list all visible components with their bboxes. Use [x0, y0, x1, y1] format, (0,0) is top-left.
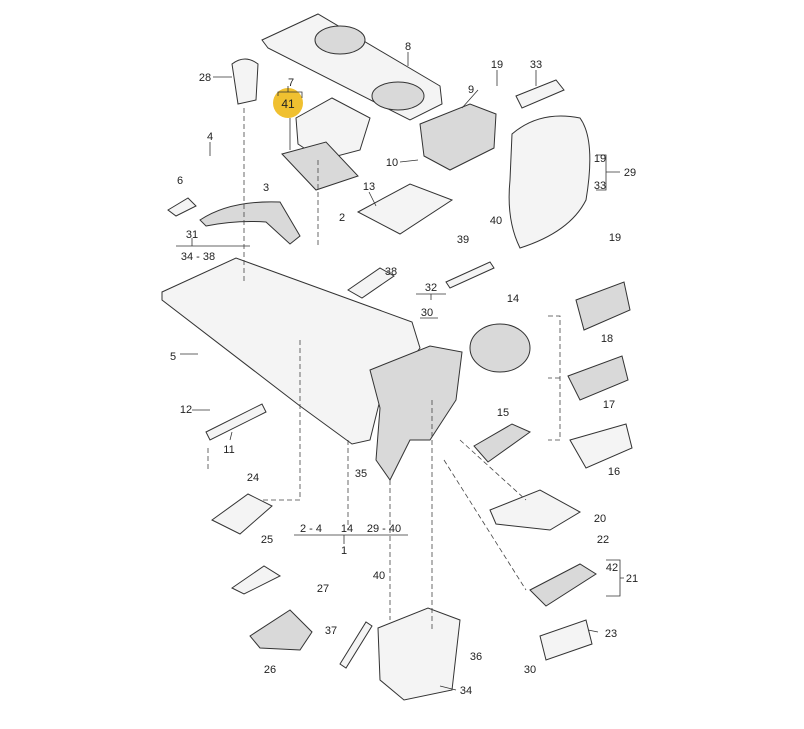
part-28-knob	[231, 58, 259, 105]
callout-2-4[interactable]: 2 - 4	[300, 523, 322, 535]
part-38-switch	[347, 267, 395, 299]
part-21-switch	[529, 563, 597, 607]
callout-4[interactable]: 4	[207, 131, 213, 143]
callout-30[interactable]: 30	[421, 307, 433, 319]
callout-25[interactable]: 25	[261, 534, 273, 546]
callout-18[interactable]: 18	[601, 333, 613, 345]
callout-14-group[interactable]: 14	[341, 523, 353, 535]
callout-13[interactable]: 13	[363, 181, 375, 193]
part-6-clip	[167, 197, 197, 217]
callout-3[interactable]: 3	[263, 182, 269, 194]
callout-36[interactable]: 36	[470, 651, 482, 663]
callout-5[interactable]: 5	[170, 351, 176, 363]
callout-37[interactable]: 37	[325, 625, 337, 637]
part-20-ashtray	[489, 489, 582, 531]
highlight-marker-41[interactable]	[273, 88, 303, 118]
part-24-bracket	[211, 493, 273, 535]
part-3-trim	[199, 201, 301, 245]
callout-35[interactable]: 35	[355, 468, 367, 480]
callout-14[interactable]: 14	[507, 293, 519, 305]
callout-6[interactable]: 6	[177, 175, 183, 187]
callout-34[interactable]: 34	[460, 685, 472, 697]
callout-20[interactable]: 20	[594, 513, 606, 525]
callout-30-lower[interactable]: 30	[524, 664, 536, 676]
part-15-cover	[473, 423, 532, 463]
callout-8[interactable]: 8	[405, 41, 411, 53]
callout-10[interactable]: 10	[386, 157, 398, 169]
callout-19[interactable]: 19	[491, 59, 503, 71]
part-shapes	[161, 13, 633, 701]
part-17-outlet	[567, 355, 629, 401]
callout-42[interactable]: 42	[606, 562, 618, 574]
callout-11[interactable]: 11	[223, 444, 234, 456]
callout-23[interactable]: 23	[605, 628, 617, 640]
part-37-lever	[339, 621, 373, 669]
callout-39[interactable]: 39	[457, 234, 469, 246]
part-8-cupholder	[314, 25, 366, 55]
callout-33[interactable]: 33	[530, 59, 542, 71]
callout-29-40[interactable]: 29 - 40	[367, 523, 401, 535]
callout-41[interactable]: 41	[281, 97, 295, 111]
callout-16[interactable]: 16	[608, 466, 620, 478]
part-7-shift-cover	[295, 97, 371, 161]
callout-2[interactable]: 2	[339, 212, 345, 224]
callout-38[interactable]: 38	[385, 266, 397, 278]
callout-27[interactable]: 27	[317, 583, 329, 595]
part-26-bracket	[249, 609, 313, 651]
callout-19-armrest[interactable]: 19	[594, 153, 606, 165]
part-8-opening	[371, 81, 425, 111]
callout-17[interactable]: 17	[603, 399, 615, 411]
callout-28[interactable]: 28	[199, 72, 211, 84]
callout-labels: 28 7 41 8 19 33 9 4 10 19 33 29 6 3 13 4…	[170, 41, 638, 697]
part-33-bracket	[515, 79, 565, 109]
callout-12[interactable]: 12	[180, 404, 192, 416]
leader-lines	[176, 52, 624, 691]
callout-33-armrest[interactable]: 33	[594, 180, 606, 192]
part-41-mat	[281, 141, 359, 191]
part-1-console	[161, 257, 421, 445]
callout-29[interactable]: 29	[624, 167, 636, 179]
callout-19-vent[interactable]: 19	[609, 232, 621, 244]
callout-21[interactable]: 21	[626, 573, 638, 585]
part-9-ashtray	[419, 103, 497, 171]
callout-22[interactable]: 22	[597, 534, 609, 546]
part-18-outlet	[575, 281, 631, 331]
callout-31[interactable]: 31	[186, 229, 198, 241]
callout-32[interactable]: 32	[425, 282, 437, 294]
part-29-armrest	[508, 115, 591, 249]
part-23-cover	[539, 619, 593, 661]
callout-40-lower[interactable]: 40	[373, 570, 385, 582]
part-14-vent	[469, 323, 531, 373]
callout-40[interactable]: 40	[490, 215, 502, 227]
part-30-surround	[369, 345, 463, 481]
part-25-bracket	[231, 565, 282, 595]
part-16-tray	[569, 423, 633, 469]
callout-1[interactable]: 1	[341, 545, 347, 557]
callout-34-38[interactable]: 34 - 38	[181, 251, 215, 263]
callout-7[interactable]: 7	[288, 77, 294, 89]
part-34-bracket	[377, 607, 461, 701]
part-13-tray	[356, 183, 454, 235]
part-11-bracket	[205, 403, 267, 441]
part-39-pin	[445, 261, 495, 289]
callout-9[interactable]: 9	[468, 84, 474, 96]
callout-15[interactable]: 15	[497, 407, 509, 419]
callout-26[interactable]: 26	[264, 664, 276, 676]
callout-24[interactable]: 24	[247, 472, 259, 484]
